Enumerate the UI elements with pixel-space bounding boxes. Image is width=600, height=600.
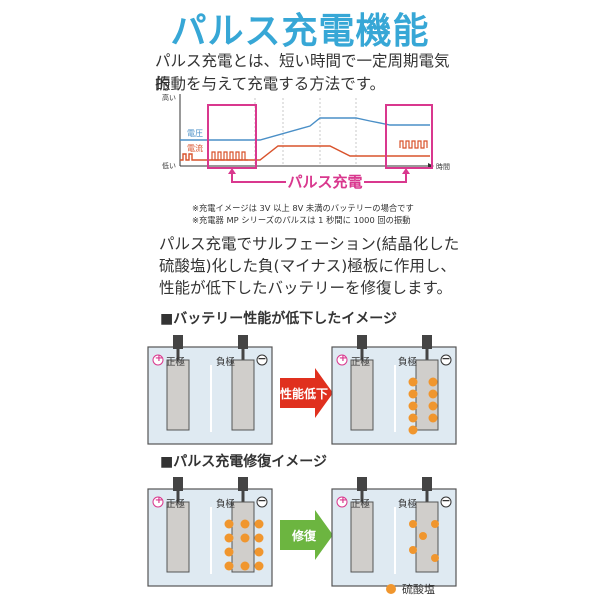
sulfate-legend-dot [386, 584, 396, 594]
x-axis-label: 時間 [436, 163, 450, 171]
degradation-arrow [280, 368, 333, 418]
sulfate-crystals-before [224, 519, 264, 571]
positive-label-2b: 正極 [351, 499, 371, 510]
body-line-1: パルス充電でサルフェーション(結晶化した [159, 235, 460, 253]
positive-label-1b: 正極 [351, 357, 371, 368]
plus-symbol-2b: + [338, 495, 348, 506]
pulse-highlight-right [385, 104, 433, 169]
degradation-arrow-label: 性能低下 [279, 387, 328, 401]
sulfate-crystals-after [409, 520, 439, 562]
note-2: ※充電器 MP シリーズのパルスは 1 秒間に 1000 回の振動 [192, 215, 411, 225]
section1-heading: ■バッテリー性能が低下したイメージ [160, 311, 397, 327]
voltage-line [180, 117, 430, 141]
battery-recovered [331, 477, 457, 587]
y-high-label: 高い [162, 93, 176, 102]
body-line-2: 硫酸塩)化した負(マイナス)極板に作用し、 [159, 257, 456, 275]
plus-symbol-1b: + [338, 353, 348, 364]
voltage-label: 電圧 [187, 129, 203, 138]
minus-symbol-1b: − [441, 352, 451, 365]
plus-symbol-1a: + [154, 353, 164, 364]
negative-label-1a: 負極 [216, 357, 236, 368]
battery-degraded-1 [331, 335, 457, 445]
positive-label-2a: 正極 [166, 499, 186, 510]
negative-label-2a: 負極 [216, 499, 236, 510]
pulse-charge-graph: パルス充電 高い 低い 時間 電圧 電流 [162, 93, 450, 191]
pulse-wave-left [211, 151, 248, 161]
battery-healthy-1 [147, 335, 273, 445]
minus-symbol-2b: − [441, 494, 451, 507]
pulse-arrowhead-right [402, 168, 410, 174]
degradation-diagram [147, 335, 457, 445]
minus-symbol-2a: − [257, 494, 267, 507]
recovery-arrow-label: 修復 [291, 529, 316, 543]
pulse-wave-right [399, 140, 428, 149]
battery-degraded-2 [147, 477, 273, 587]
pulse-charge-label: パルス充電 [287, 173, 362, 191]
current-label: 電流 [187, 143, 203, 153]
recovery-arrow [280, 510, 333, 560]
negative-label-1b: 負極 [398, 357, 418, 368]
page-title: パルス充電機能 [170, 11, 430, 52]
section2-heading: ■パルス充電修復イメージ [160, 454, 327, 470]
intro-line-1: パルス充電とは、短い時間で一定周期電気的 [155, 52, 450, 93]
pulse-bracket-right [364, 170, 407, 183]
sulfate-crystals-degraded [408, 377, 438, 435]
plus-symbol-2a: + [154, 495, 164, 506]
negative-label-2b: 負極 [398, 499, 418, 510]
pulse-arrowhead-left [228, 168, 236, 174]
graph-guides [254, 98, 357, 166]
note-1: ※充電イメージは 3V 以上 8V 未満のバッテリーの場合です [192, 203, 414, 213]
sulfate-legend-label: 硫酸塩 [402, 583, 435, 596]
body-line-3: 性能が低下したバッテリーを修復します。 [159, 279, 452, 297]
recovery-diagram [147, 477, 457, 587]
pulse-bracket-left [231, 170, 286, 183]
intro-line-2: 振動を与えて充電する方法です。 [155, 75, 386, 93]
y-low-label: 低い [162, 161, 176, 170]
minus-symbol-1a: − [257, 352, 267, 365]
current-line [180, 145, 430, 161]
positive-label-1a: 正極 [166, 357, 186, 368]
